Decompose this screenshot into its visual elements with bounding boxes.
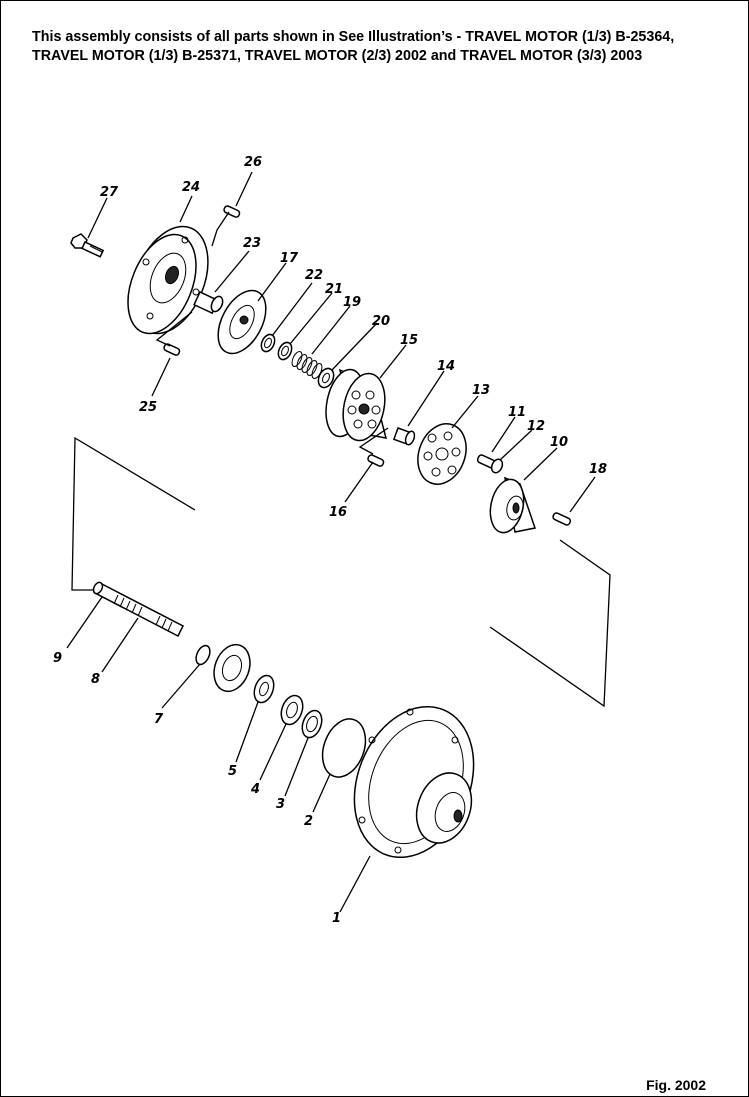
part-17-valve-plate: [217, 289, 267, 355]
part-15-cylinder-block: [325, 368, 388, 442]
part-16-pin: [367, 454, 385, 467]
part-5-spacer: [253, 674, 275, 704]
callout-19: 19: [343, 295, 361, 310]
callout-26: 26: [244, 155, 262, 170]
callout-18: 18: [589, 462, 607, 477]
callout-24: 24: [182, 180, 200, 195]
callout-27: 27: [100, 185, 119, 200]
part-2-o-ring: [321, 718, 367, 778]
part-23-bushing: [193, 291, 224, 315]
part-20-ring: [317, 367, 335, 389]
callout-5: 5: [228, 764, 237, 779]
callout-9: 9: [53, 651, 62, 666]
part-1-housing: [353, 705, 475, 859]
description-line-1: This assembly consists of all parts show…: [32, 29, 675, 45]
callout-10: 10: [550, 435, 568, 450]
callout-7: 7: [154, 712, 164, 727]
callout-numbers: 1 2 3 4 5 7 8 9 10 11 12 13 14 15 16 17 …: [53, 155, 607, 926]
callout-21: 21: [325, 282, 343, 297]
group-outline: [71, 436, 611, 708]
part-27-bolt: [70, 233, 105, 258]
part-4-ring: [280, 694, 304, 726]
part-21-ring: [277, 341, 293, 361]
callout-14: 14: [437, 359, 455, 374]
callout-23: 23: [243, 236, 261, 251]
part-7-snap-ring: [195, 644, 211, 666]
part-18-pin: [552, 512, 572, 526]
part-22-ring: [260, 333, 276, 353]
part-25-pin: [163, 343, 181, 356]
callout-15: 15: [400, 333, 418, 348]
callout-11: 11: [508, 405, 526, 420]
bearing: [213, 643, 251, 693]
callout-13: 13: [472, 383, 490, 398]
callout-1: 1: [332, 911, 341, 926]
callout-20: 20: [372, 314, 390, 329]
callout-22: 22: [305, 268, 323, 283]
callout-25: 25: [139, 400, 157, 415]
part-26-pin: [223, 205, 241, 218]
part-24-end-cover: [127, 225, 209, 335]
leader-lines: [66, 171, 596, 913]
callout-8: 8: [91, 672, 100, 687]
callout-3: 3: [276, 797, 285, 812]
part-13-retainer-plate: [417, 423, 467, 485]
callout-16: 16: [329, 505, 347, 520]
part-8-9-shaft: [92, 581, 185, 638]
part-10-swash-plate: [489, 476, 536, 534]
callout-12: 12: [527, 419, 545, 434]
description-line-2: TRAVEL MOTOR (1/3) B-25371, TRAVEL MOTOR…: [32, 48, 643, 64]
part-14-bushing: [392, 427, 416, 446]
assembly-description: This assembly consists of all parts show…: [32, 28, 732, 66]
part-3-seal: [301, 709, 323, 739]
callout-2: 2: [304, 814, 313, 829]
figure-label: Fig. 2002: [646, 1077, 706, 1093]
callout-17: 17: [280, 251, 299, 266]
callout-4: 4: [250, 782, 260, 797]
